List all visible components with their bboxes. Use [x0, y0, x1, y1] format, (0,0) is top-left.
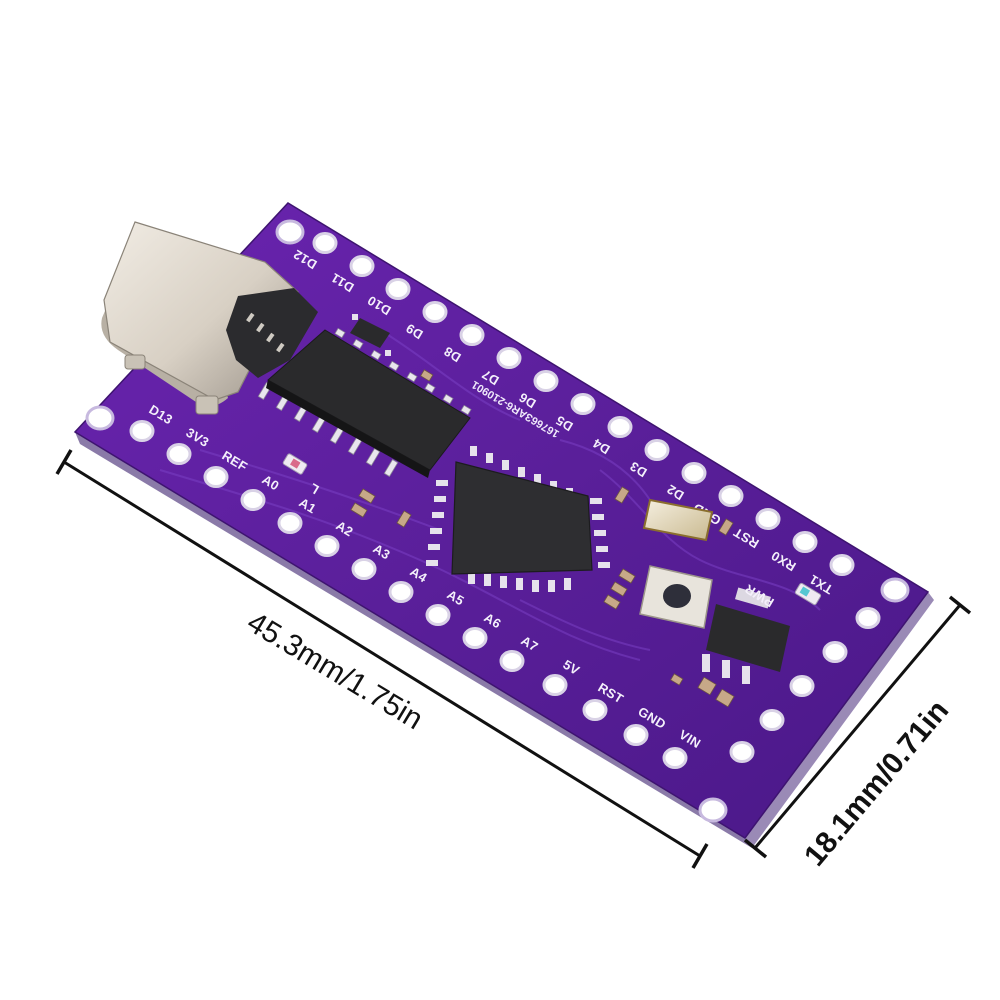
pin-hole [203, 466, 229, 488]
pin-hole [129, 420, 155, 442]
pin-hole [718, 485, 744, 507]
transistor [350, 314, 391, 356]
pin-hole [755, 508, 781, 530]
pcb-board: D12 D11 D10 D9 D8 D7 D6 D5 D4 D3 D2 GND … [73, 202, 934, 848]
pin-hole [314, 535, 340, 557]
pin-hole [542, 674, 568, 696]
pin-hole [388, 581, 414, 603]
pin-hole [792, 531, 818, 553]
pin-hole [166, 443, 192, 465]
pin-hole [351, 558, 377, 580]
top-pin-row [312, 232, 855, 576]
pin-hole [662, 747, 688, 769]
pin-hole [623, 724, 649, 746]
pin-hole [533, 370, 559, 392]
pin-hole [681, 462, 707, 484]
mounting-holes [85, 219, 910, 823]
usb-serial-chip [257, 327, 472, 478]
pin-hole [312, 232, 338, 254]
pin-hole [496, 347, 522, 369]
right-edge-holes [729, 607, 881, 763]
pin-label: 5V [560, 657, 582, 678]
pin-hole [459, 324, 485, 346]
pin-hole [644, 439, 670, 461]
pin-hole [425, 604, 451, 626]
pin-hole [277, 512, 303, 534]
bottom-pin-row [129, 420, 688, 769]
pin-hole [829, 554, 855, 576]
smd-passives [350, 369, 735, 708]
pin-hole [240, 489, 266, 511]
led-l [282, 453, 308, 475]
pin-hole [422, 301, 448, 323]
pin-hole [462, 627, 488, 649]
usb-c-connector [101, 221, 318, 415]
main-mcu-chip [426, 446, 610, 592]
reset-button[interactable] [639, 565, 713, 629]
led-pwr [794, 582, 822, 606]
crystal [642, 498, 714, 542]
pin-hole [349, 255, 375, 277]
pin-hole [607, 416, 633, 438]
pin-hole [385, 278, 411, 300]
pcb-edge [75, 432, 752, 848]
voltage-regulator [702, 587, 790, 684]
pin-hole [570, 393, 596, 415]
pcb-edge-right [745, 592, 934, 848]
pin-hole [582, 699, 608, 721]
pin-hole [499, 650, 525, 672]
